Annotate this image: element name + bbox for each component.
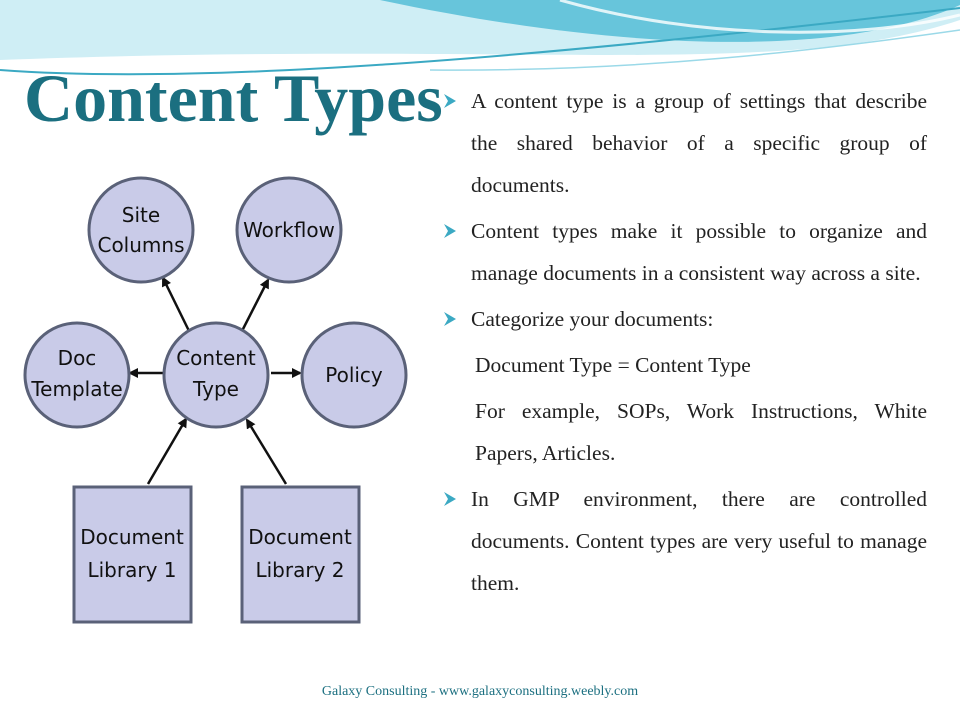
arrow-bullet-icon — [444, 312, 456, 326]
bullet-text: Content types make it possible to organi… — [471, 219, 927, 285]
bullet-text: Categorize your documents: — [471, 307, 714, 331]
svg-text:Document: Document — [80, 525, 184, 549]
arrow-to-site-columns — [161, 276, 192, 334]
slide-title: Content Types — [24, 60, 443, 136]
svg-text:Columns: Columns — [97, 233, 184, 257]
indented-text: Document Type = Content Type — [475, 353, 751, 377]
node-document-library-1: Document Library 1 — [72, 485, 193, 624]
bullet-item: In GMP environment, there are controlled… — [440, 478, 927, 604]
indented-line: For example, SOPs, Work Instructions, Wh… — [440, 390, 927, 474]
arrow-bullet-icon — [444, 224, 456, 238]
arrow-to-workflow — [240, 278, 270, 332]
node-site-columns: Site Columns — [87, 176, 195, 284]
arrow-from-library-1 — [146, 417, 188, 485]
svg-text:Content: Content — [176, 346, 256, 370]
bullet-item: A content type is a group of settings th… — [440, 80, 927, 206]
footer-text: Galaxy Consulting - www.galaxyconsulting… — [321, 684, 639, 699]
svg-text:Workflow: Workflow — [243, 218, 335, 242]
svg-text:Template: Template — [30, 377, 122, 401]
svg-text:Library 1: Library 1 — [87, 558, 176, 582]
svg-text:Library 2: Library 2 — [255, 558, 344, 582]
arrow-from-library-2 — [245, 418, 288, 485]
bullet-text: A content type is a group of settings th… — [471, 89, 927, 197]
indented-text: For example, SOPs, Work Instructions, Wh… — [475, 399, 927, 465]
content-type-diagram: Site Columns Workflow Doc Template Conte… — [23, 176, 408, 624]
node-policy: Policy — [300, 321, 408, 429]
node-doc-template: Doc Template — [23, 321, 131, 429]
node-workflow: Workflow — [235, 176, 343, 284]
svg-text:Type: Type — [192, 377, 239, 401]
bullet-item: Content types make it possible to organi… — [440, 210, 927, 294]
arrow-bullet-icon — [444, 492, 456, 506]
arrow-bullet-icon — [444, 94, 456, 108]
svg-text:Document: Document — [248, 525, 352, 549]
bullet-text: In GMP environment, there are controlled… — [471, 487, 927, 595]
svg-text:Site: Site — [122, 203, 160, 227]
bullet-list: A content type is a group of settings th… — [440, 80, 927, 608]
node-document-library-2: Document Library 2 — [240, 485, 361, 624]
bullet-item: Categorize your documents: — [440, 298, 927, 340]
indented-line: Document Type = Content Type — [440, 344, 927, 386]
header-wave-decoration — [0, 0, 960, 76]
svg-text:Policy: Policy — [325, 363, 383, 387]
svg-text:Doc: Doc — [58, 346, 97, 370]
node-content-type: Content Type — [162, 321, 270, 429]
